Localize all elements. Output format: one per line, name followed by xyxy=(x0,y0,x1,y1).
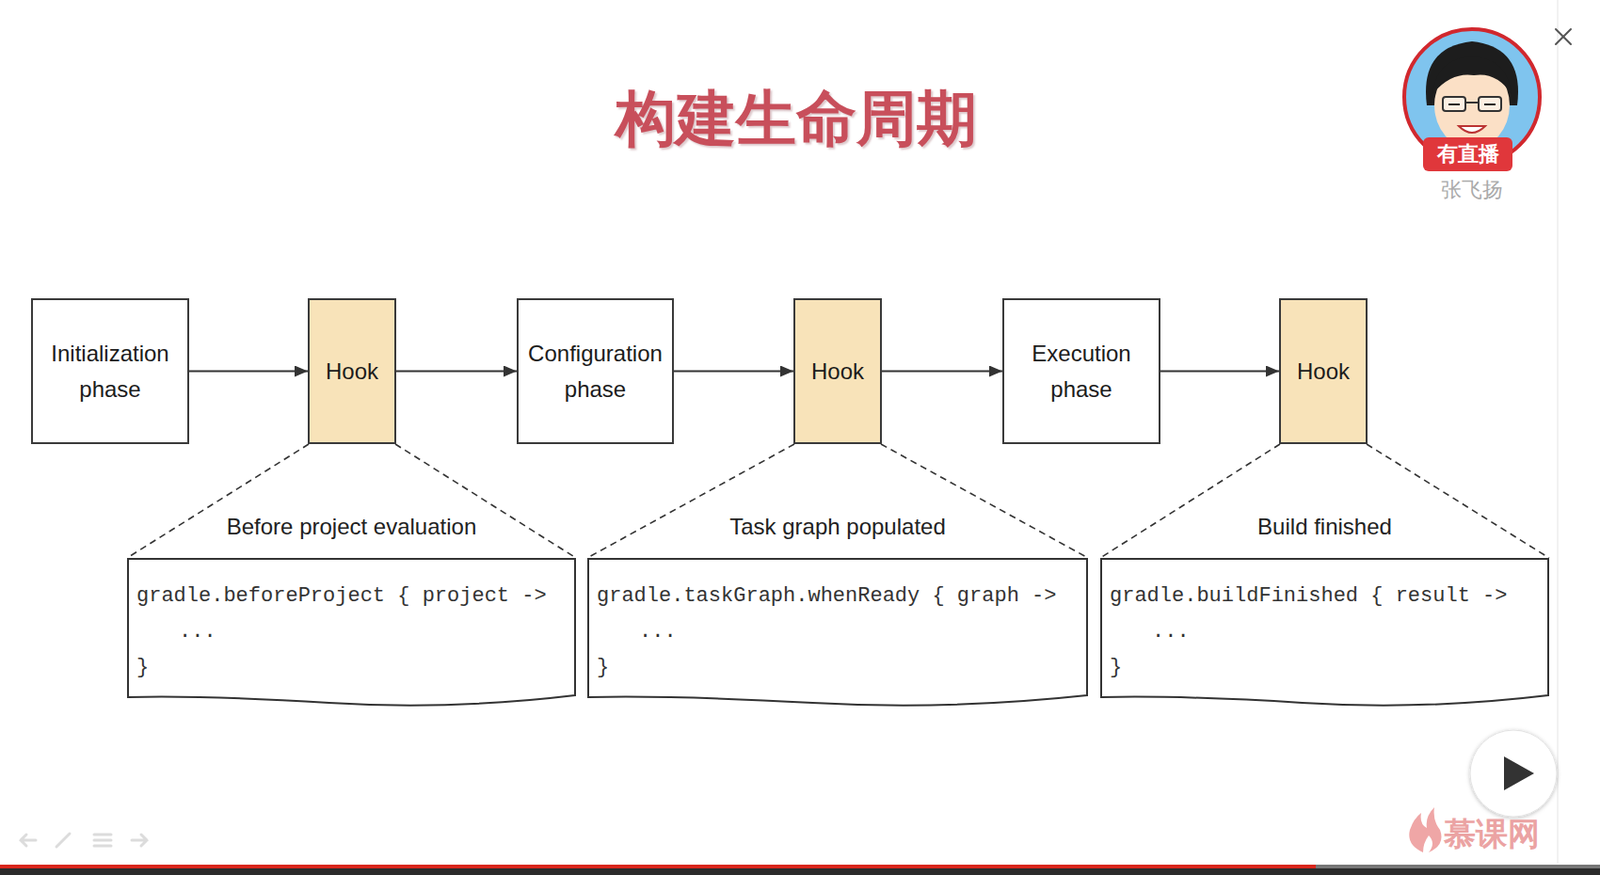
code-line: } xyxy=(596,650,1079,687)
slide-title: 构建生命周期 xyxy=(419,80,1173,157)
code-callout: Before project evaluationgradle.beforePr… xyxy=(127,558,576,709)
play-button xyxy=(1470,730,1557,817)
hook-box: Hook xyxy=(307,298,397,445)
toolbar-icons xyxy=(20,833,147,848)
code-line: gradle.beforeProject { project -> xyxy=(136,578,567,615)
hook-label: Hook xyxy=(1296,353,1350,390)
progress-bar xyxy=(0,864,1600,875)
slide-edge xyxy=(1557,0,1559,864)
code-line: ... xyxy=(596,614,1079,651)
watermark-flame xyxy=(1408,807,1441,853)
live-badge: 有直播 xyxy=(1423,137,1513,172)
callout-funnel xyxy=(587,444,1088,559)
watermark: 慕课网 xyxy=(1443,813,1540,855)
flow-arrow xyxy=(396,370,517,373)
flow-arrow xyxy=(881,370,1003,373)
callout-funnel xyxy=(1100,444,1550,559)
hook-heading: Task graph populated xyxy=(549,511,1126,544)
phase-box: Initialization phase xyxy=(31,298,190,445)
code-line: ... xyxy=(136,614,567,651)
close-icon xyxy=(1555,29,1571,45)
code-callout: Build finishedgradle.buildFinished { res… xyxy=(1100,558,1550,709)
phase-label: Initialization phase xyxy=(40,336,180,408)
phase-box: Configuration phase xyxy=(516,298,674,445)
hook-label: Hook xyxy=(325,353,379,390)
phase-box: Execution phase xyxy=(1002,298,1161,445)
flow-arrow xyxy=(189,370,308,373)
phase-label: Configuration phase xyxy=(526,336,665,408)
hook-box: Hook xyxy=(793,298,882,445)
code-line: } xyxy=(136,650,567,687)
callout-funnel xyxy=(127,444,576,559)
hook-box: Hook xyxy=(1279,298,1368,445)
code-line: gradle.buildFinished { result -> xyxy=(1109,578,1540,615)
flow-arrow xyxy=(1160,370,1280,373)
code-line: } xyxy=(1109,650,1540,687)
flow-arrow xyxy=(673,370,794,373)
presenter-avatar xyxy=(1404,29,1540,179)
phase-label: Execution phase xyxy=(1011,336,1152,408)
hook-label: Hook xyxy=(811,353,864,390)
hook-heading: Build finished xyxy=(1062,511,1587,544)
hook-heading: Before project evaluation xyxy=(89,511,614,544)
presenter-name: 张飞扬 xyxy=(1415,176,1529,204)
code-callout: Task graph populatedgradle.taskGraph.whe… xyxy=(587,558,1088,709)
code-line: ... xyxy=(1109,614,1540,651)
code-line: gradle.taskGraph.whenReady { graph -> xyxy=(596,578,1079,615)
